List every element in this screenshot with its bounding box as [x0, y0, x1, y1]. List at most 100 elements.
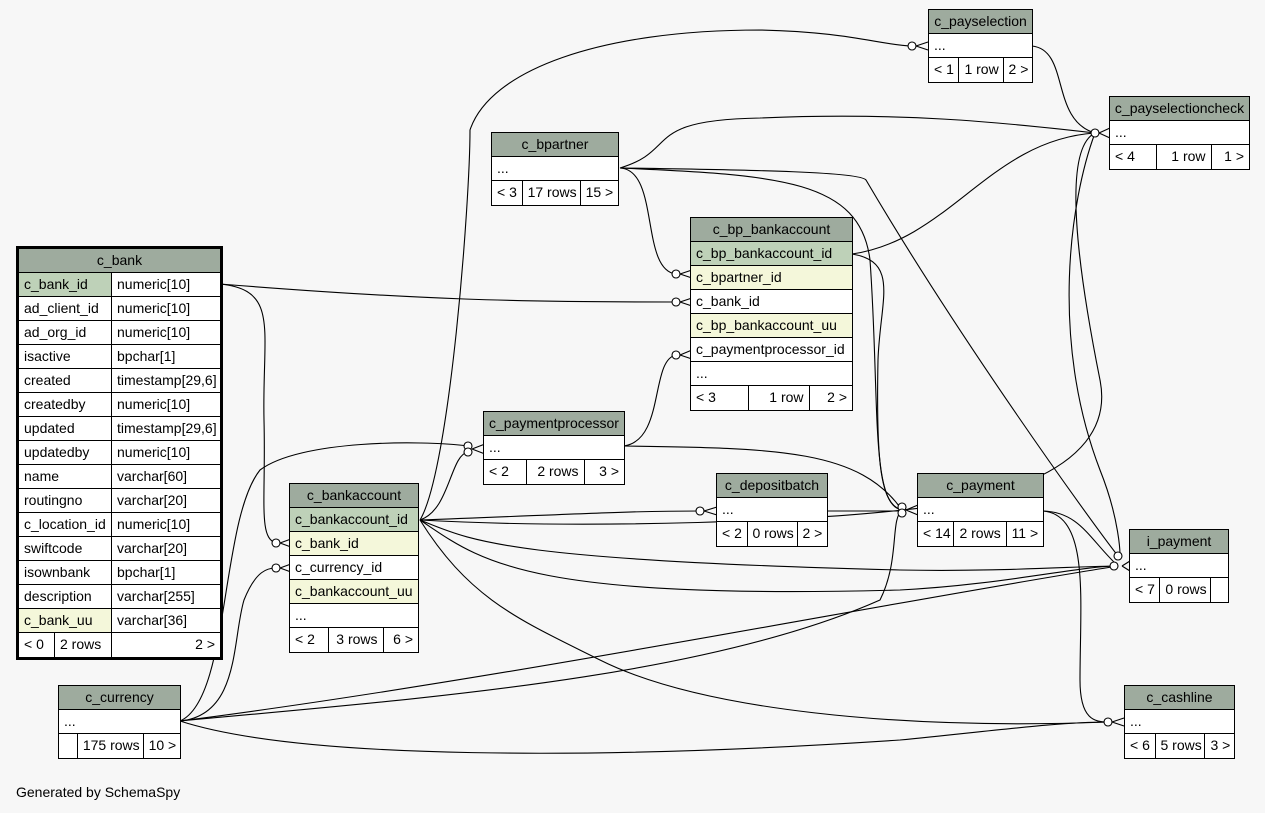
- table-i-payment[interactable]: i_payment ... < 7 0 rows: [1129, 529, 1229, 603]
- table-c-cashline[interactable]: c_cashline ... < 6 5 rows 3 >: [1124, 685, 1235, 759]
- column-name: description: [24, 588, 92, 604]
- column-c-bank-id: c_bank_id: [696, 293, 760, 309]
- child-count[interactable]: 2 >: [1002, 58, 1032, 82]
- table-c-depositbatch[interactable]: c_depositbatch ... < 2 0 rows 2 >: [716, 473, 828, 547]
- column-type: varchar[20]: [111, 489, 220, 512]
- table-c-bankaccount[interactable]: c_bankaccount c_bankaccount_id c_bank_id…: [289, 483, 419, 653]
- row-count: 17 rows: [521, 181, 580, 205]
- table-title[interactable]: c_bank: [19, 249, 220, 273]
- crowfoot-circle: [271, 563, 281, 573]
- table-title[interactable]: c_payment: [918, 474, 1043, 498]
- crowfoot-circle: [463, 447, 473, 457]
- column-type: numeric[10]: [111, 321, 220, 344]
- table-title[interactable]: i_payment: [1130, 530, 1228, 554]
- edge-bankaccount-ipayment: [419, 519, 1119, 593]
- table-c-bpartner[interactable]: c_bpartner ... < 3 17 rows 15 >: [491, 132, 619, 206]
- table-c-currency[interactable]: c_currency ... 175 rows 10 >: [58, 685, 181, 759]
- parent-count[interactable]: < 4: [1115, 148, 1135, 164]
- table-c-paymentprocessor[interactable]: c_paymentprocessor ... < 2 2 rows 3 >: [483, 411, 625, 485]
- table-title[interactable]: c_bankaccount: [290, 484, 418, 508]
- edge-currency-ipayment: [179, 565, 1119, 722]
- crowfoot-circle: [695, 506, 705, 516]
- edge-payment-cashline: [1042, 510, 1109, 723]
- crowfoot-circle: [1103, 717, 1113, 727]
- table-title[interactable]: c_paymentprocessor: [484, 412, 624, 436]
- column-c-bp-bankaccount-id: c_bp_bankaccount_id: [696, 245, 833, 261]
- parent-count[interactable]: < 7: [1135, 581, 1155, 597]
- table-c-payselection[interactable]: c_payselection ... < 1 1 row 2 >: [928, 9, 1033, 83]
- column-ellipsis: ...: [64, 713, 76, 729]
- edge-currency-cashline: [179, 720, 1109, 754]
- column-type: numeric[10]: [111, 513, 220, 536]
- row-count: 1 row: [1156, 145, 1210, 169]
- edge-currency-payment: [179, 509, 903, 722]
- column-name: routingno: [24, 492, 83, 508]
- child-count[interactable]: [1210, 578, 1228, 602]
- edge-bpartner-bpbankaccount: [619, 167, 677, 275]
- table-title[interactable]: c_cashline: [1125, 686, 1234, 710]
- column-name: swiftcode: [24, 540, 83, 556]
- column-c-bankaccount-uu: c_bankaccount_uu: [295, 583, 413, 599]
- edge-payselection-payselectioncheck: [1031, 45, 1096, 134]
- crowfoot-circle: [1090, 128, 1100, 138]
- column-name: c_bank_uu: [19, 609, 111, 632]
- column-c-bankaccount-id: c_bankaccount_id: [295, 511, 408, 527]
- child-count[interactable]: 1 >: [1210, 145, 1249, 169]
- column-ellipsis: ...: [1135, 557, 1147, 573]
- parent-count[interactable]: < 3: [497, 184, 517, 200]
- child-count[interactable]: 2 >: [111, 633, 220, 657]
- row-count: 2 rows: [953, 522, 1005, 546]
- crowfoot-circle: [907, 41, 917, 51]
- parent-count[interactable]: < 0: [24, 636, 44, 652]
- column-c-bank-id: c_bank_id: [295, 535, 359, 551]
- column-c-currency-id: c_currency_id: [295, 559, 383, 575]
- table-title[interactable]: c_depositbatch: [717, 474, 827, 498]
- parent-count[interactable]: < 2: [722, 525, 742, 541]
- row-count: 1 row: [748, 386, 808, 410]
- table-title[interactable]: c_payselectioncheck: [1110, 97, 1249, 121]
- column-ellipsis: ...: [722, 501, 734, 517]
- column-type: varchar[255]: [111, 585, 220, 608]
- edge-bankaccount-depositbatch: [419, 510, 701, 521]
- parent-count[interactable]: < 3: [696, 389, 716, 405]
- table-c-payment[interactable]: c_payment ... < 14 2 rows 11 >: [917, 473, 1044, 547]
- child-count[interactable]: 2 >: [808, 386, 853, 410]
- child-count[interactable]: 11 >: [1005, 522, 1043, 546]
- parent-count[interactable]: [59, 734, 77, 758]
- table-c-bp-bankaccount[interactable]: c_bp_bankaccount c_bp_bankaccount_id c_b…: [690, 217, 853, 411]
- column-name: updated: [24, 420, 75, 436]
- child-count[interactable]: 3 >: [583, 460, 624, 484]
- edge-bankaccount-payselection: [419, 29, 913, 521]
- edge-bankaccount-cashline: [419, 519, 1109, 725]
- table-title[interactable]: c_bp_bankaccount: [691, 218, 852, 242]
- edge-bank-bankaccount: [219, 283, 277, 544]
- edge-bankaccount-paymentprocessor: [419, 451, 469, 521]
- column-c-paymentprocessor-id: c_paymentprocessor_id: [696, 341, 845, 357]
- table-title[interactable]: c_currency: [59, 686, 180, 710]
- child-count[interactable]: 15 >: [579, 181, 618, 205]
- child-count[interactable]: 3 >: [1204, 734, 1234, 758]
- child-count[interactable]: 10 >: [142, 734, 180, 758]
- edge-payselectioncheck-ipayment: [1068, 132, 1121, 556]
- crowfoot-circle: [671, 269, 681, 279]
- column-ellipsis: ...: [1130, 713, 1142, 729]
- child-count[interactable]: 6 >: [382, 628, 418, 652]
- crowfoot-circle: [897, 508, 907, 518]
- column-name: ad_client_id: [24, 300, 99, 316]
- table-c-bank[interactable]: c_bank c_bank_id numeric[10] ad_client_i…: [16, 246, 223, 660]
- parent-count[interactable]: < 1: [934, 61, 954, 77]
- table-title[interactable]: c_payselection: [929, 10, 1032, 34]
- child-count[interactable]: 2 >: [796, 522, 828, 546]
- parent-count[interactable]: < 14: [923, 525, 951, 541]
- parent-count[interactable]: < 6: [1130, 737, 1150, 753]
- column-name: created: [24, 372, 71, 388]
- parent-count[interactable]: < 2: [295, 631, 315, 647]
- edge-bank-bpbankaccount: [219, 283, 677, 303]
- table-c-payselectioncheck[interactable]: c_payselectioncheck ... < 4 1 row 1 >: [1109, 96, 1250, 170]
- table-title[interactable]: c_bpartner: [492, 133, 618, 157]
- column-type: numeric[10]: [111, 273, 220, 296]
- column-type: bpchar[1]: [111, 561, 220, 584]
- parent-count[interactable]: < 2: [489, 463, 509, 479]
- column-ellipsis: ...: [489, 439, 501, 455]
